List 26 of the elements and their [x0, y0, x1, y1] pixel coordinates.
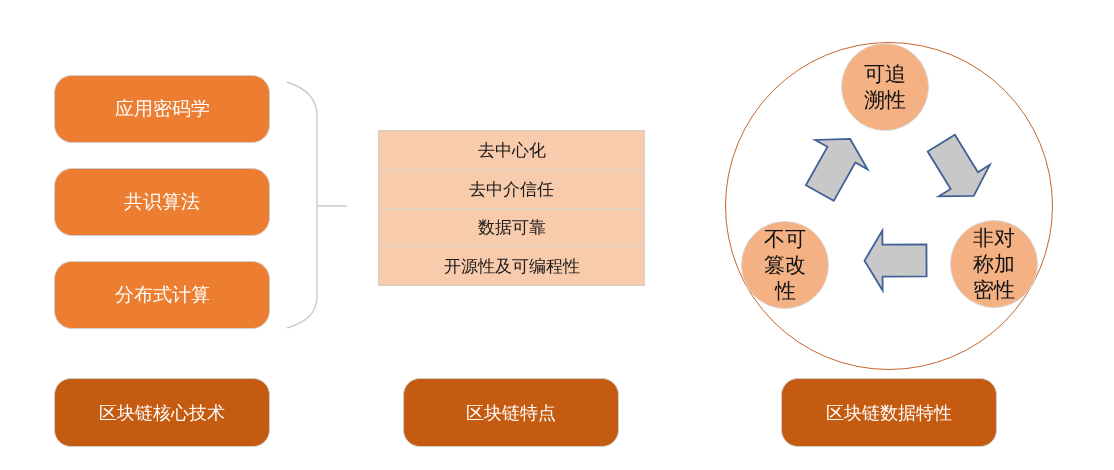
- technology-label: 应用密码学: [114, 96, 210, 121]
- technology-label: 共识算法: [124, 189, 200, 214]
- category-label: 区块链核心技术: [99, 400, 225, 425]
- technology-box: [54, 168, 270, 236]
- feature-text: 开源性及可编程性: [443, 254, 580, 278]
- category-box: [781, 378, 997, 447]
- feature-row: [378, 130, 645, 170]
- category-box: [403, 378, 619, 447]
- block-arrow: [863, 227, 928, 294]
- feature-row: [378, 246, 645, 286]
- feature-text: 去中介信任: [469, 177, 554, 201]
- feature-row: [378, 169, 645, 209]
- category-label: 区块链数据特性: [826, 400, 952, 425]
- feature-text: 数据可靠: [477, 216, 546, 239]
- property-text: 不可篡改性: [763, 226, 807, 304]
- category-label: 区块链特点: [466, 400, 556, 425]
- technology-box: [54, 261, 270, 329]
- feature-row: [378, 208, 645, 247]
- category-box: [54, 378, 270, 447]
- feature-text: 去中心化: [477, 138, 546, 162]
- property-text: 非对称加密性: [972, 225, 1016, 303]
- block-arrow: [804, 138, 870, 203]
- technology-box: [54, 75, 270, 143]
- property-text: 可追溯性: [863, 61, 907, 113]
- block-arrow: [926, 133, 993, 198]
- technology-label: 分布式计算: [114, 282, 210, 307]
